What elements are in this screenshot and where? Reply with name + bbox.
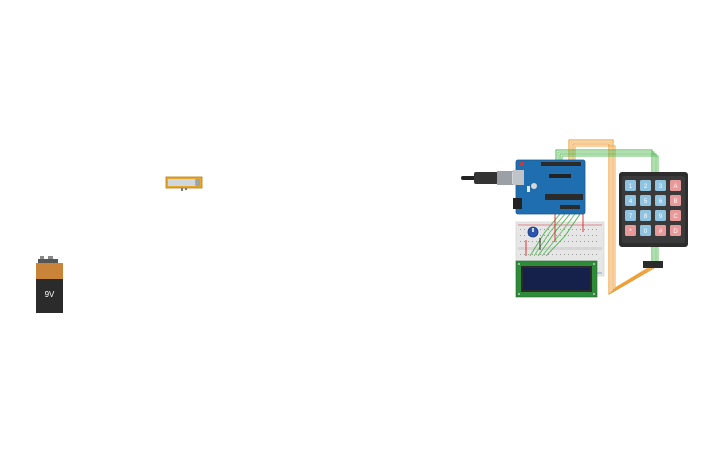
keypad-key-label: 2	[644, 184, 648, 190]
keypad-key-label: 1	[629, 184, 633, 190]
slide-switch[interactable]	[165, 176, 203, 191]
keypad-key-label: 7	[629, 214, 633, 220]
battery-label: 9V	[45, 290, 55, 299]
keypad-key[interactable]	[640, 180, 651, 191]
keypad-key-label: #	[659, 229, 663, 235]
keypad-key-label: B	[673, 199, 677, 205]
keypad-key[interactable]	[640, 195, 651, 206]
keypad-key[interactable]	[670, 180, 681, 191]
keypad-key[interactable]	[625, 195, 636, 206]
keypad-key[interactable]	[670, 225, 681, 236]
keypad-key-label: 9	[659, 214, 663, 220]
keypad-connector	[643, 261, 663, 268]
keypad-key-label: 8	[644, 214, 648, 220]
potentiometer[interactable]	[527, 226, 539, 238]
wires-breadboard	[525, 213, 584, 257]
battery-9v[interactable]: 9V	[36, 256, 63, 313]
keypad-key-label: C	[673, 214, 678, 220]
lcd-display[interactable]	[515, 260, 598, 298]
keypad-key[interactable]	[655, 225, 666, 236]
keypad-key-label: 3	[659, 184, 663, 190]
keypad-key-label: A	[673, 184, 677, 190]
keypad-key[interactable]	[670, 210, 681, 221]
keypad-key-label: D	[673, 229, 678, 235]
keypad-key[interactable]	[655, 180, 666, 191]
keypad-key-label: 0	[644, 229, 648, 235]
keypad-4x4[interactable]: 1 2 3 A 4 5 6 B 7 8 9 C * 0 # D	[619, 172, 688, 247]
wires-orange	[568, 139, 655, 295]
keypad-key[interactable]	[655, 195, 666, 206]
keypad-key-label: 5	[644, 199, 648, 205]
keypad-key[interactable]	[625, 180, 636, 191]
keypad-key[interactable]	[625, 225, 636, 236]
keypad-key[interactable]	[625, 210, 636, 221]
arduino-uno[interactable]	[513, 159, 586, 215]
keypad-key-label: 6	[659, 199, 663, 205]
keypad-key[interactable]	[655, 210, 666, 221]
keypad-key-label: 4	[629, 199, 633, 205]
usb-cable[interactable]	[461, 171, 520, 185]
keypad-key[interactable]	[670, 195, 681, 206]
keypad-key[interactable]	[640, 210, 651, 221]
keypad-key-label: *	[629, 229, 632, 235]
keypad-key[interactable]	[640, 225, 651, 236]
